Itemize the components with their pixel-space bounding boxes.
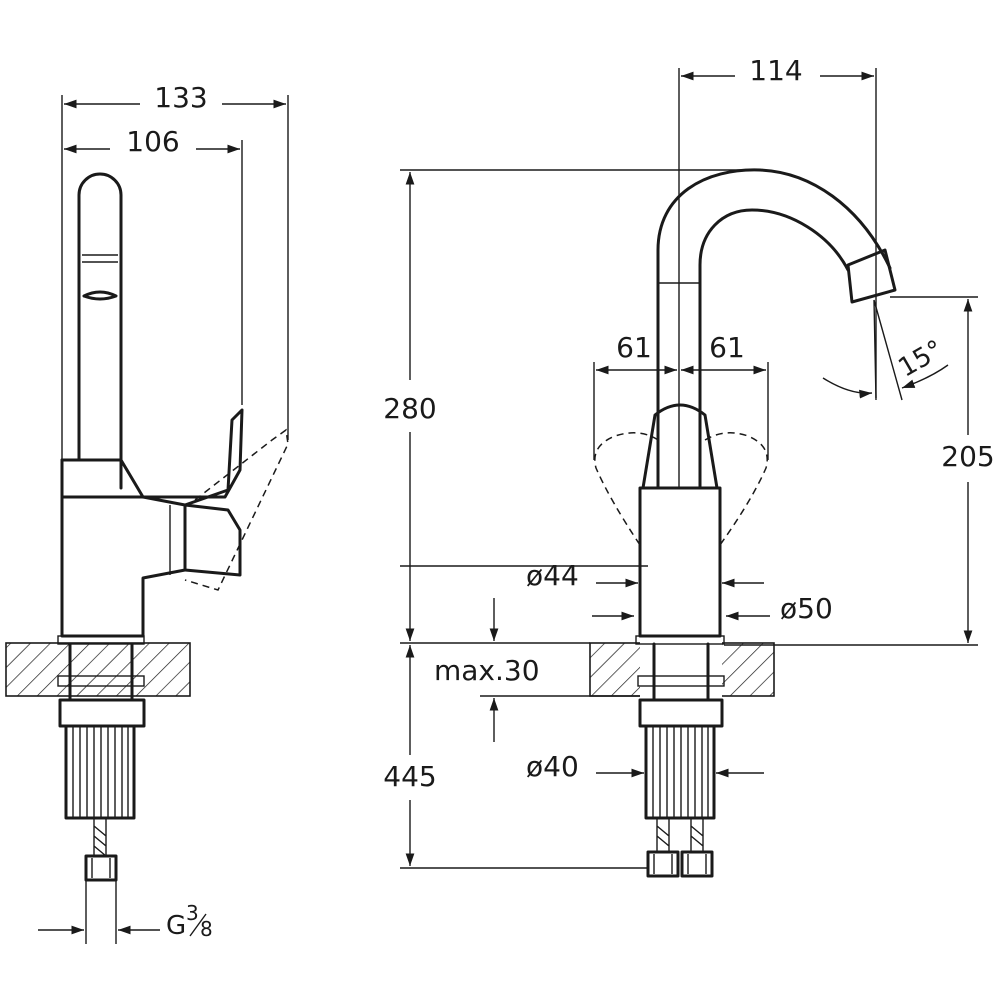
dim-dia-body-base: ø50 bbox=[780, 592, 833, 625]
dim-handle-left: 61 bbox=[616, 331, 652, 364]
dim-handle-right: 61 bbox=[709, 331, 745, 364]
spout-tip bbox=[846, 248, 897, 304]
dim-height-total: 280 bbox=[383, 392, 436, 425]
handle-front bbox=[641, 403, 719, 490]
hoses-front bbox=[656, 818, 704, 852]
svg-text:3: 3 bbox=[186, 901, 199, 925]
dim-reach: 114 bbox=[749, 54, 802, 87]
svg-text:G: G bbox=[166, 911, 186, 941]
dim-dia-body-top: ø44 bbox=[526, 559, 579, 592]
front-view: 114 280 61 61 15° 205 ø44 ø50 m bbox=[383, 54, 995, 878]
lever-alt-side bbox=[184, 428, 289, 591]
body-side bbox=[60, 458, 187, 638]
countertop-left bbox=[5, 642, 191, 697]
hose-side bbox=[93, 818, 107, 857]
dim-spout-height: 205 bbox=[941, 440, 994, 473]
spout-tube-side bbox=[77, 172, 123, 490]
gooseneck-spout bbox=[656, 168, 892, 490]
dim-width-total: 133 bbox=[154, 81, 207, 114]
dim-width-spout-side: 106 bbox=[126, 125, 179, 158]
svg-text:8: 8 bbox=[200, 917, 213, 941]
lever-side bbox=[141, 408, 244, 507]
dim-counter-thickness: max.30 bbox=[434, 654, 540, 687]
shank-ribs-side bbox=[64, 724, 136, 820]
dim-angle: 15° bbox=[894, 335, 949, 384]
shank-ribs-front bbox=[644, 724, 716, 820]
thread-label: G 3 8 bbox=[166, 901, 213, 941]
dim-hose-length: 445 bbox=[383, 760, 436, 793]
side-view: 133 106 G 3 8 bbox=[5, 81, 289, 944]
body-front bbox=[638, 486, 722, 638]
dim-dia-shank: ø40 bbox=[526, 750, 579, 783]
